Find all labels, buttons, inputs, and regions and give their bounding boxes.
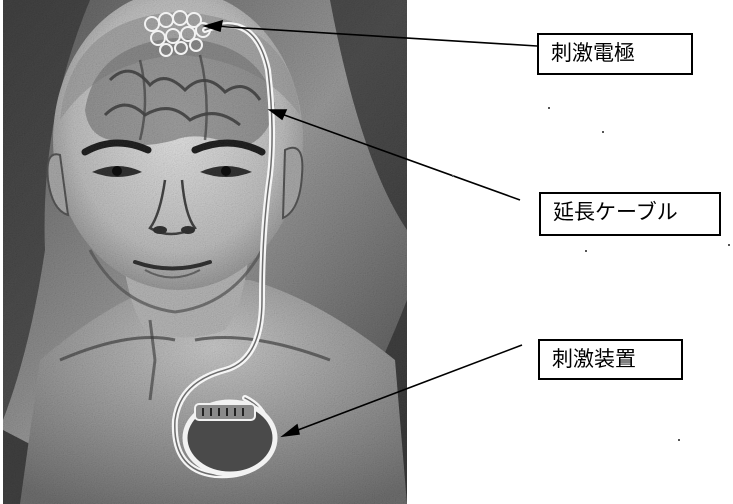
arrowhead-device [280,423,300,438]
label-extension-cable: 延長ケーブル [539,192,721,236]
scan-dot [452,175,454,177]
leader-line-device [289,344,523,434]
leader-line-electrode [211,25,538,47]
scan-dot [585,250,587,252]
illustration-photo [3,0,407,504]
scan-dot [728,244,730,246]
arrowhead-electrode [202,19,224,33]
arrowhead-cable [267,109,288,121]
label-electrode: 刺激電極 [537,33,693,75]
leader-lines [202,19,538,438]
pulse-generator-icon [182,399,278,477]
label-stimulator: 刺激装置 [538,339,683,380]
leader-line-cable [275,111,521,201]
electrode-array-icon [144,10,211,57]
scan-dot [602,131,604,133]
scan-dot [548,107,550,109]
scan-dot [678,439,680,441]
